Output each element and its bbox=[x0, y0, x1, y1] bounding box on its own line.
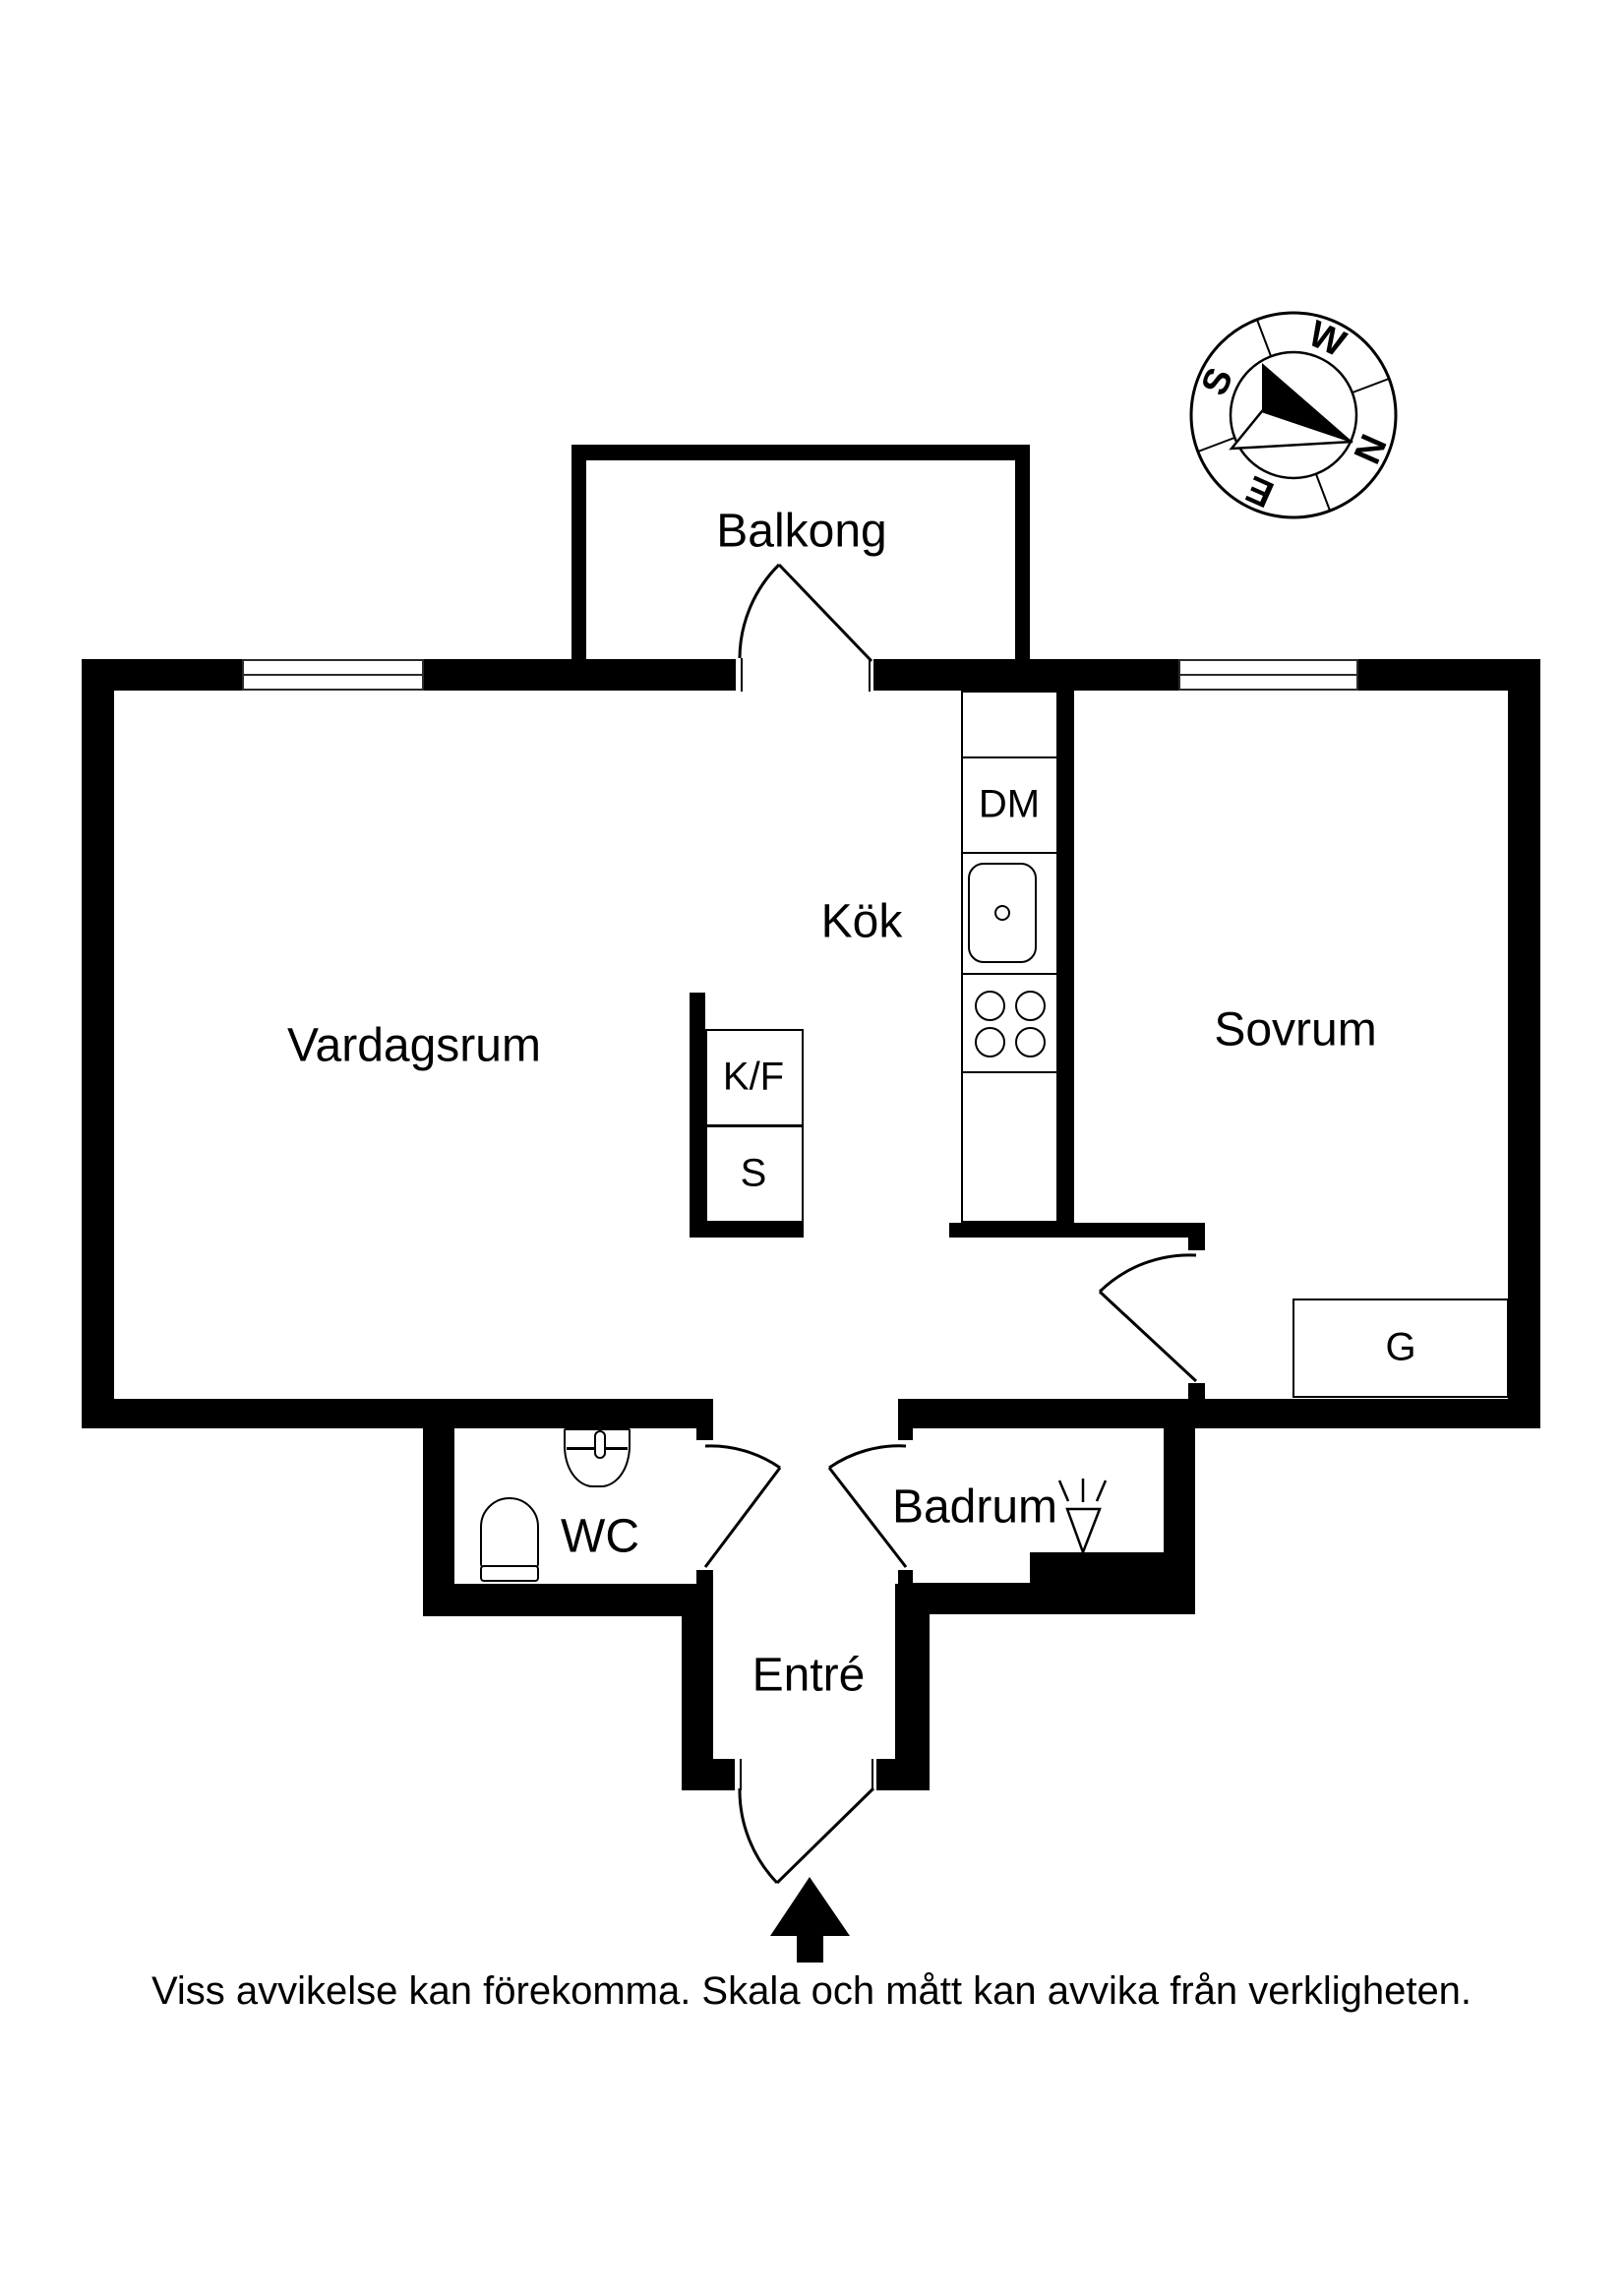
wall-segment bbox=[696, 1428, 713, 1440]
door-jamb bbox=[869, 658, 871, 692]
window bbox=[1178, 659, 1358, 691]
disclaimer-text: Viss avvikelse kan förekomma. Skala och … bbox=[150, 1969, 1473, 2013]
bathroom-door-arc bbox=[828, 1444, 907, 1470]
window bbox=[242, 659, 424, 691]
compass-spoke bbox=[1315, 473, 1331, 512]
wall-segment bbox=[82, 1399, 713, 1428]
room-label-kitchen: Kök bbox=[820, 895, 903, 948]
wall-segment bbox=[1015, 445, 1030, 659]
balcony-door-leaf bbox=[777, 563, 873, 663]
wall-segment bbox=[949, 1223, 1205, 1238]
door-notch bbox=[898, 1440, 913, 1446]
counter-divider bbox=[961, 756, 1058, 758]
wall-segment bbox=[1057, 691, 1074, 1238]
toilet-base bbox=[480, 1565, 539, 1582]
entrance-arrow bbox=[770, 1877, 850, 1963]
entry-door-leaf bbox=[775, 1786, 875, 1885]
counter-divider bbox=[961, 852, 1058, 854]
room-label-entry: Entré bbox=[751, 1649, 866, 1702]
compass-spoke bbox=[1256, 319, 1272, 357]
fixture-label-fridge-freezer: K/F bbox=[722, 1055, 785, 1099]
fixture-label-wardrobe: G bbox=[1385, 1325, 1416, 1369]
washbasin-faucet bbox=[594, 1430, 606, 1459]
wall-segment bbox=[1030, 1552, 1195, 1614]
wall-segment bbox=[682, 1584, 713, 1790]
compass-needle-filled bbox=[1262, 363, 1352, 442]
wall-segment bbox=[571, 445, 586, 659]
wall-segment bbox=[690, 1222, 804, 1238]
door-notch bbox=[696, 1564, 713, 1570]
wall-segment bbox=[82, 659, 114, 1428]
wall-segment bbox=[898, 1428, 913, 1440]
shower-symbol bbox=[1057, 1479, 1108, 1556]
window-midline bbox=[1179, 674, 1357, 676]
counter-divider bbox=[961, 1071, 1058, 1073]
counter-divider bbox=[961, 973, 1058, 975]
compass-rose: N E S W bbox=[1189, 311, 1398, 519]
shower-spray-line bbox=[1057, 1480, 1070, 1502]
stove-burner bbox=[975, 991, 1005, 1021]
fixture-label-dishwasher: DM bbox=[978, 782, 1041, 826]
sink-drain bbox=[994, 905, 1010, 921]
wall-segment bbox=[895, 1584, 930, 1790]
balcony-door-arc bbox=[738, 563, 781, 659]
shower-funnel bbox=[1065, 1507, 1102, 1556]
door-notch bbox=[1188, 1378, 1205, 1383]
wall-segment bbox=[690, 993, 705, 1238]
room-label-wc: WC bbox=[561, 1510, 639, 1563]
wc-door-leaf bbox=[703, 1467, 782, 1568]
stove-burner bbox=[1015, 991, 1046, 1021]
fridge-freezer-cabinet bbox=[705, 1029, 804, 1126]
stove-burner bbox=[1015, 1027, 1046, 1057]
bedroom-door-arc bbox=[1098, 1253, 1197, 1294]
room-label-bathroom: Badrum bbox=[891, 1480, 1058, 1534]
wall-segment bbox=[1188, 1383, 1205, 1399]
wall-segment bbox=[1188, 1238, 1205, 1251]
entry-door-arc bbox=[738, 1787, 779, 1885]
wall-segment bbox=[682, 1759, 735, 1790]
entry-door-opening bbox=[735, 1759, 876, 1790]
wall-segment bbox=[876, 1759, 930, 1790]
bathroom-door-leaf bbox=[827, 1467, 908, 1568]
wall-segment bbox=[898, 1399, 1540, 1428]
door-jamb bbox=[741, 658, 743, 692]
room-label-bedroom: Sovrum bbox=[1214, 1003, 1377, 1057]
door-notch bbox=[696, 1440, 713, 1446]
wardrobe bbox=[1292, 1299, 1509, 1398]
wall-segment bbox=[1508, 659, 1540, 1428]
wall-segment bbox=[571, 445, 1030, 460]
compass-needle-open bbox=[1229, 409, 1353, 451]
bedroom-door-leaf bbox=[1098, 1290, 1198, 1383]
compass-spoke bbox=[1352, 378, 1390, 393]
compass-spoke bbox=[1197, 437, 1235, 453]
pantry-cabinet bbox=[705, 1125, 804, 1223]
door-notch bbox=[1188, 1250, 1205, 1255]
door-jamb bbox=[872, 1759, 873, 1790]
wc-door-arc bbox=[704, 1444, 781, 1470]
door-jamb bbox=[740, 1759, 742, 1790]
window-midline bbox=[243, 674, 423, 676]
fixture-label-pantry: S bbox=[740, 1151, 767, 1195]
shower-spray-line bbox=[1095, 1480, 1108, 1502]
stove-burner bbox=[975, 1027, 1005, 1057]
kitchen-sink bbox=[968, 863, 1037, 963]
room-label-balcony: Balkong bbox=[716, 505, 887, 558]
room-label-living-room: Vardagsrum bbox=[287, 1019, 541, 1072]
balcony-door-opening bbox=[736, 658, 873, 692]
wall-segment bbox=[423, 1584, 713, 1616]
